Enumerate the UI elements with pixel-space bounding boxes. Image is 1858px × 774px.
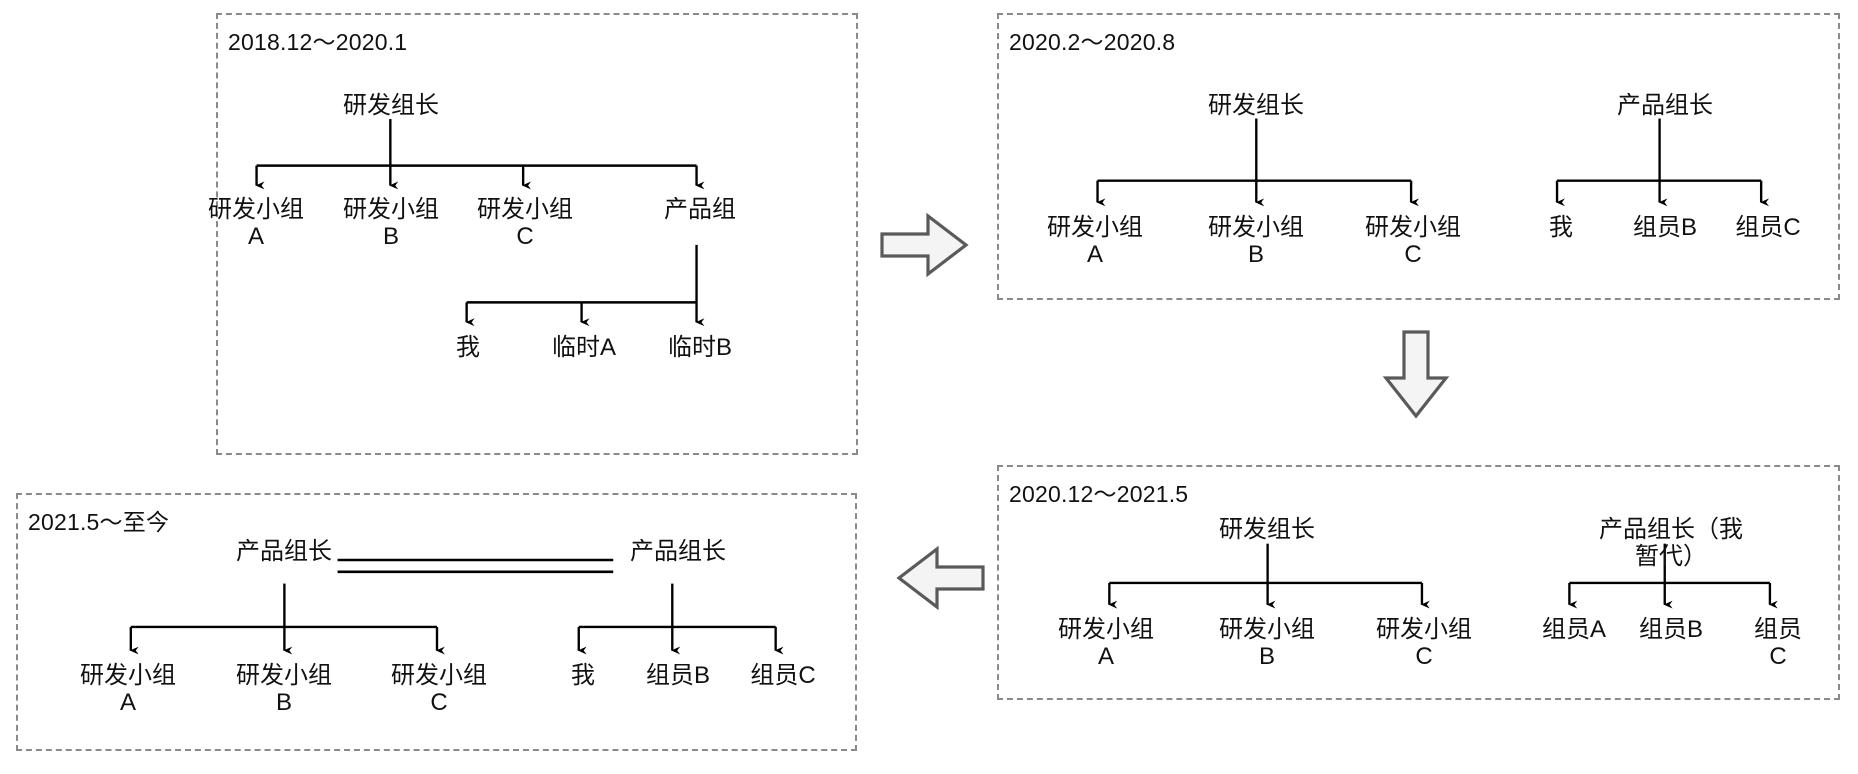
panel-3-left-child-node-1: 研发小组 A [1058, 616, 1154, 670]
panel-2-left-child-node-2: 研发小组 B [1208, 214, 1304, 268]
panel-1-child-node-2: 研发小组 B [343, 196, 439, 250]
panel-period-3: 2020.12～2021.5 研发组长 研发小组 A 研发小组 B 研发小组 C… [997, 465, 1840, 700]
panel-4-right-child-node-2: 组员B [645, 662, 711, 689]
panel-3-period-label: 2020.12～2021.5 [1009, 481, 1189, 507]
panel-4-left-root-node: 产品组长 [236, 538, 332, 565]
panel-1-root-node: 研发组长 [343, 92, 439, 119]
panel-1-child-node-1: 研发小组 A [208, 196, 304, 250]
panel-3-right-root-node: 产品组长（我暂代） [1599, 516, 1743, 570]
panel-3-right-child-node-1: 组员A [1541, 616, 1607, 643]
panel-4-left-child-node-1: 研发小组 A [80, 662, 176, 716]
panel-3-left-child-node-2: 研发小组 B [1219, 616, 1315, 670]
panel-1-sub-node-2: 临时A [551, 334, 617, 361]
arrow-down-icon [1380, 328, 1452, 420]
panel-period-1: 2018.12～2020.1 研发组长 研发小组 A 研发小组 B 研 [208, 13, 858, 455]
panel-3-right-child-node-3: 组员C [1754, 616, 1802, 670]
panel-4-right-child-node-3: 组员C [750, 662, 816, 689]
panel-2-left-child-node-1: 研发小组 A [1047, 214, 1143, 268]
panel-2-left-root-node: 研发组长 [1208, 92, 1304, 119]
panel-1-sub-node-3: 临时B [667, 334, 733, 361]
panel-2-right-child-node-3: 组员C [1735, 214, 1801, 241]
panel-1-period-label: 2018.12～2020.1 [228, 29, 408, 55]
panel-4-period-label: 2021.5～至今 [28, 509, 170, 535]
panel-2-right-child-node-2: 组员B [1632, 214, 1698, 241]
panel-3-left-root-node: 研发组长 [1219, 516, 1315, 543]
panel-2-right-child-node-1: 我 [1549, 214, 1573, 241]
panel-2-period-label: 2020.2～2020.8 [1009, 29, 1176, 55]
panel-4-right-root-node: 产品组长 [630, 538, 726, 565]
panel-1-sub-node-1: 我 [456, 334, 480, 361]
panel-1-child-node-4: 产品组 [664, 196, 736, 223]
panel-2-right-root-node: 产品组长 [1617, 92, 1713, 119]
panel-4-left-child-node-2: 研发小组 B [236, 662, 332, 716]
arrow-right-icon [878, 210, 970, 280]
panel-4-right-child-node-1: 我 [571, 662, 595, 689]
panel-4-left-child-node-3: 研发小组 C [391, 662, 487, 716]
panel-period-2: 2020.2～2020.8 研发组长 研发小组 A 研发小组 B 研发小组 C … [997, 13, 1840, 300]
arrow-left-icon [895, 543, 987, 613]
panel-3-left-child-node-3: 研发小组 C [1376, 616, 1472, 670]
panel-2-left-child-node-3: 研发小组 C [1365, 214, 1461, 268]
panel-period-4: 2021.5～至今 产品组长 产品组长 研发小组 A 研发小组 B [16, 493, 857, 751]
panel-1-child-node-3: 研发小组 C [477, 196, 573, 250]
panel-3-right-child-node-2: 组员B [1638, 616, 1704, 643]
